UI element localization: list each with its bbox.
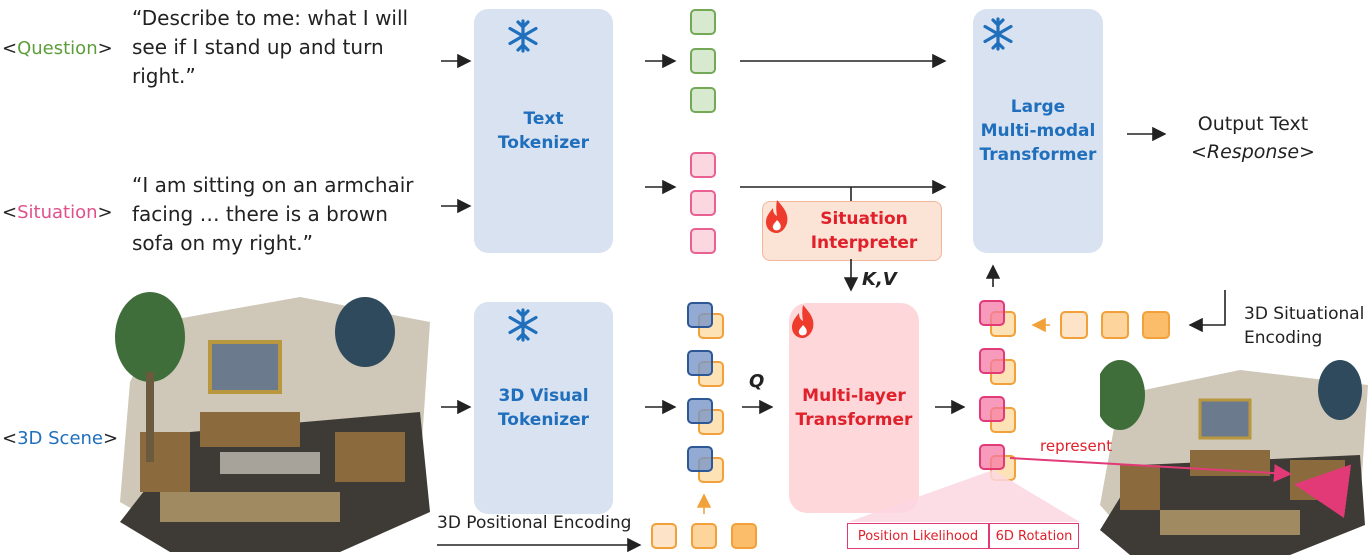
rotation-tag: 6D Rotation <box>989 523 1079 549</box>
situation-token <box>690 228 716 254</box>
text-tokenizer: Text Tokenizer <box>474 9 613 253</box>
fire-icon <box>792 305 814 338</box>
kv-label: K,V <box>862 269 897 290</box>
scene-token <box>979 300 1005 326</box>
positional-encoding-token <box>731 523 757 549</box>
multilayer-transformer: Multi-layer Transformer <box>789 303 919 513</box>
represent-label: represent <box>1040 437 1113 455</box>
output-text: Output Text <Response> <box>1191 110 1315 166</box>
visual-token <box>687 350 713 376</box>
fire-icon <box>766 200 788 233</box>
output-title: Output Text <box>1197 113 1309 135</box>
position-likelihood-tag: Position Likelihood <box>847 523 989 549</box>
snowflake-icon <box>508 19 538 53</box>
q-label: Q <box>749 371 765 392</box>
scene-tag: <3D Scene> <box>2 428 119 449</box>
situational-encoding-label: 3D Situational Encoding <box>1244 304 1365 348</box>
large-multimodal-transformer: Large Multi-modal Transformer <box>973 9 1103 253</box>
visual-token <box>687 302 713 328</box>
situation-token <box>690 152 716 178</box>
question-token <box>690 9 716 35</box>
visual-token <box>687 446 713 472</box>
snowflake-icon <box>983 17 1013 51</box>
situation-interpreter: Situation Interpreter <box>762 201 942 261</box>
positional-encoding-label: 3D Positional Encoding <box>437 513 632 533</box>
visual-token <box>687 398 713 424</box>
situation-token <box>690 190 716 216</box>
situational-encoding-token <box>1060 311 1088 339</box>
question-token <box>690 87 716 113</box>
visual-tokenizer: 3D Visual Tokenizer <box>474 302 613 514</box>
positional-encoding-token <box>691 523 717 549</box>
snowflake-icon <box>508 308 538 342</box>
scene-token <box>979 396 1005 422</box>
question-tag: <Question> <box>2 38 113 59</box>
situation-text: “I am sitting on an armchair facing … th… <box>132 173 414 255</box>
situational-encoding-token <box>1101 311 1129 339</box>
question-token <box>690 48 716 74</box>
positional-encoding-token <box>651 523 677 549</box>
situation-tag: <Situation> <box>2 202 113 223</box>
scene-token <box>979 348 1005 374</box>
output-response: <Response> <box>1191 141 1315 163</box>
situational-encoding-token <box>1142 311 1170 339</box>
question-text: “Describe to me: what I will see if I st… <box>132 6 409 88</box>
scene-3d-image-left <box>115 292 430 552</box>
scene-token <box>979 444 1005 470</box>
